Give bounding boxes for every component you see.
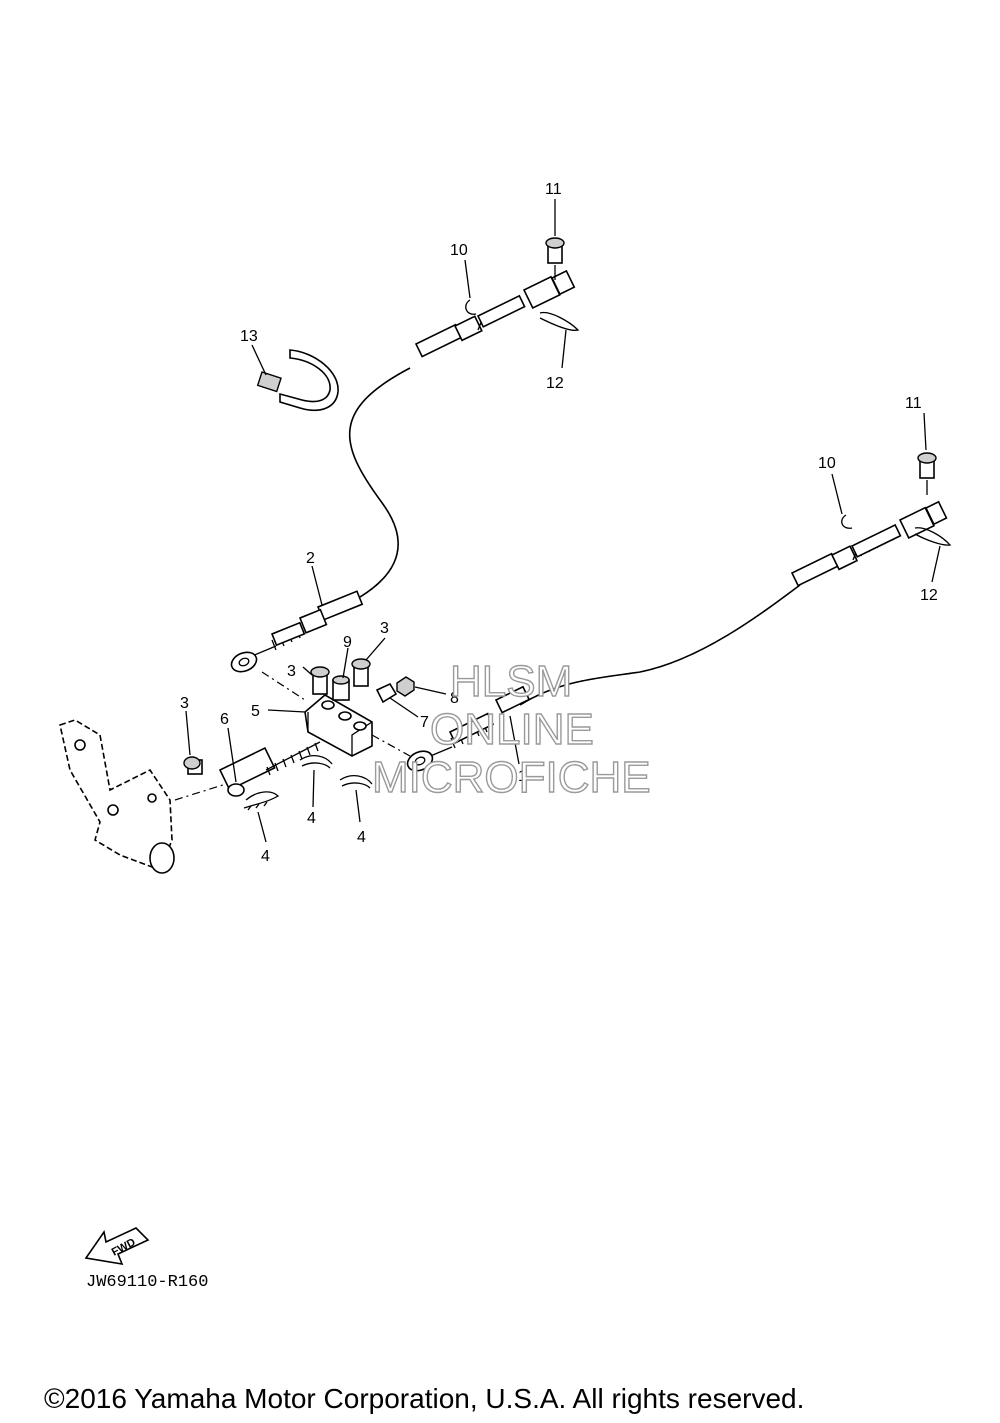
callout-5: 5: [251, 703, 260, 720]
watermark: HLSM ONLINE MICROFICHE: [371, 656, 651, 802]
part-6-rod[interactable]: [174, 741, 321, 801]
part-11-pin-a[interactable]: [545, 237, 565, 280]
callout-11-upper: 11: [545, 181, 562, 198]
callout-3-c: 3: [180, 695, 189, 712]
diagram-code: JW69110-R160: [86, 1273, 208, 1292]
callout-12-upper: 12: [546, 375, 564, 392]
watermark-line-3: MICROFICHE: [372, 753, 651, 802]
callout-12-right: 12: [920, 587, 938, 604]
callout-numbers: 2 11 10 12 13 11 10 12 9 3 3 3 6 5 8 7 1…: [180, 181, 938, 865]
callout-4-b: 4: [307, 810, 316, 827]
part-10-circlip-a[interactable]: [465, 299, 477, 315]
callout-1: 1: [518, 768, 527, 785]
watermark-line-2: ONLINE: [430, 705, 594, 754]
part-3-pin-a[interactable]: [310, 666, 330, 695]
callout-2: 2: [306, 550, 315, 567]
part-9-collar[interactable]: [332, 675, 350, 701]
callout-9: 9: [343, 634, 352, 651]
callout-4-a: 4: [261, 848, 270, 865]
part-10-circlip-b[interactable]: [841, 514, 853, 529]
mount-bracket: [59, 719, 175, 874]
callout-3-b: 3: [380, 620, 389, 637]
part-3-pin-c[interactable]: [183, 756, 203, 775]
cable-1[interactable]: [404, 500, 948, 775]
part-4-clip-c[interactable]: [339, 774, 373, 789]
callout-8: 8: [450, 690, 459, 707]
part-3-pin-b[interactable]: [351, 658, 371, 687]
callout-11-right: 11: [905, 395, 922, 412]
leader-lines: [185, 199, 941, 843]
callout-6: 6: [220, 711, 229, 728]
part-8-nut[interactable]: [396, 676, 415, 697]
part-7-collar[interactable]: [375, 682, 398, 704]
cable-2[interactable]: [229, 269, 576, 675]
callout-7: 7: [420, 714, 429, 731]
callout-10-upper: 10: [450, 242, 468, 259]
part-13-band[interactable]: [256, 349, 339, 412]
callout-10-right: 10: [818, 455, 836, 472]
part-12-cotter-a[interactable]: [539, 311, 580, 331]
callout-13: 13: [240, 328, 258, 345]
part-11-pin-b[interactable]: [917, 452, 937, 495]
part-4-clip-b[interactable]: [299, 754, 333, 769]
copyright-notice: ©2016 Yamaha Motor Corporation, U.S.A. A…: [44, 1383, 804, 1414]
callout-3-a: 3: [287, 663, 296, 680]
part-4-clip-a[interactable]: [243, 791, 280, 811]
watermark-line-1: HLSM: [450, 657, 572, 706]
fwd-arrow: FWD: [84, 1227, 150, 1266]
callout-4-c: 4: [357, 829, 366, 846]
part-12-cotter-b[interactable]: [914, 527, 952, 546]
part-5-joint[interactable]: [261, 671, 411, 757]
